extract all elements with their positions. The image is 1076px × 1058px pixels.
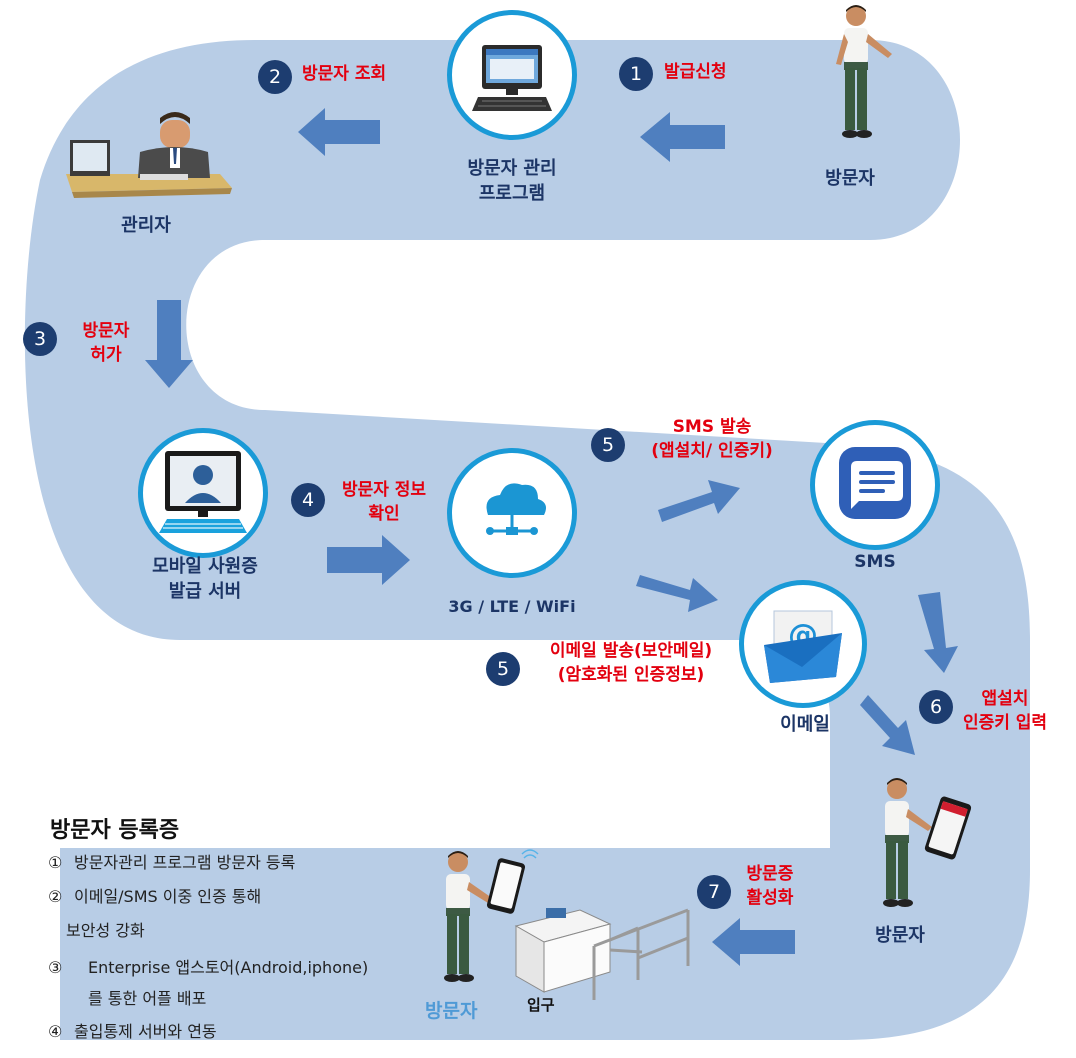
network-node xyxy=(447,448,577,578)
visitor-right-label: 방문자 xyxy=(875,925,925,946)
arrow-step5-sms xyxy=(658,480,740,522)
notes-title: 방문자 등록증 xyxy=(50,818,180,843)
cloud-network-icon xyxy=(486,483,546,535)
visitor-person-icon xyxy=(883,778,972,907)
arrow-step3 xyxy=(145,300,193,388)
visitor-person-icon xyxy=(444,849,539,982)
visitor-bottom-label: 방문자 xyxy=(425,1000,478,1022)
administrator-desk-icon xyxy=(66,112,232,198)
sms-node xyxy=(810,420,940,550)
step-7-text-line2: 활성화 xyxy=(746,888,794,908)
note-3-text-line2: 를 통한 어플 배포 xyxy=(88,989,207,1008)
server-node xyxy=(138,428,268,558)
arrow-step2 xyxy=(298,108,380,156)
note-2-text-line2: 보안성 강화 xyxy=(66,921,145,940)
visitor-person-icon xyxy=(836,5,892,138)
step-3-text-line1: 방문자 xyxy=(82,321,130,341)
arrow-step6 xyxy=(918,592,958,673)
step-5-email-text-line2: (암호화된 인증정보) xyxy=(557,665,705,685)
step-7-text-line1: 방문증 xyxy=(746,864,794,884)
note-1: ① 방문자관리 프로그램 방문자 등록 xyxy=(48,852,295,874)
email-node: @ xyxy=(739,580,867,708)
step-5-sms-text-line1: SMS 발송 xyxy=(672,417,752,437)
program-label-line1: 방문자 관리 xyxy=(467,158,557,179)
server-label-line2: 발급 서버 xyxy=(168,581,242,602)
step-4-text-line2: 확인 xyxy=(368,504,400,524)
note-2-text-line1: 이메일/SMS 이중 인증 통해 xyxy=(74,887,262,906)
note-3: ③ Enterprise 앱스토어(Android,iphone) xyxy=(48,957,368,979)
note-4-text: 출입통제 서버와 연동 xyxy=(74,1022,217,1041)
computer-monitor-icon xyxy=(472,45,552,111)
step-7-badge: 7 xyxy=(697,875,731,909)
arrow-step5-email xyxy=(636,575,718,612)
step-6-text-line2: 인증키 입력 xyxy=(962,713,1048,733)
note-1-text: 방문자관리 프로그램 방문자 등록 xyxy=(74,853,296,872)
sms-message-icon xyxy=(839,447,911,519)
step-4-text-line1: 방문자 정보 xyxy=(341,480,427,500)
sms-label: SMS xyxy=(854,552,896,572)
email-label: 이메일 xyxy=(780,714,830,735)
note-1-marker: ① xyxy=(48,853,63,872)
step-3-badge: 3 xyxy=(23,322,57,356)
step-5-email-text-line1: 이메일 발송(보안메일) xyxy=(549,641,713,661)
note-2-marker: ② xyxy=(48,887,63,906)
server-screen-icon xyxy=(159,451,247,533)
step-1-text: 발급신청 xyxy=(664,62,727,82)
step-6-badge: 6 xyxy=(919,690,953,724)
arrow-step1 xyxy=(640,112,725,162)
turnstile-gate-icon xyxy=(514,908,690,1000)
server-label-line1: 모바일 사원증 xyxy=(152,556,258,577)
gate-label: 입구 xyxy=(527,996,555,1014)
note-4: ④ 출입통제 서버와 연동 xyxy=(48,1021,217,1043)
admin-label: 관리자 xyxy=(121,215,171,236)
note-3-marker: ③ xyxy=(48,958,63,977)
arrow-email-visitor xyxy=(860,695,915,755)
step-2-text: 방문자 조회 xyxy=(302,64,387,84)
arrow-step7 xyxy=(712,918,795,966)
network-label: 3G / LTE / WiFi xyxy=(448,597,576,616)
step-1-badge: 1 xyxy=(619,57,653,91)
note-3-text-line1: Enterprise 앱스토어(Android,iphone) xyxy=(88,958,369,977)
step-3-text-line2: 허가 xyxy=(90,345,122,365)
program-node xyxy=(447,10,577,140)
step-4-badge: 4 xyxy=(291,483,325,517)
note-2: ② 이메일/SMS 이중 인증 통해 xyxy=(48,886,261,908)
step-5-sms-badge: 5 xyxy=(591,428,625,462)
arrow-step4 xyxy=(327,535,410,585)
step-5-sms-text-line2: (앱설치/ 인증키) xyxy=(651,441,773,461)
step-6-text-line1: 앱설치 xyxy=(981,689,1029,709)
email-at-icon: @ xyxy=(764,610,842,683)
visitor-top-label: 방문자 xyxy=(825,168,875,189)
step-5-email-badge: 5 xyxy=(486,652,520,686)
note-4-marker: ④ xyxy=(48,1022,63,1041)
program-label-line2: 프로그램 xyxy=(478,183,546,204)
step-2-badge: 2 xyxy=(258,60,292,94)
